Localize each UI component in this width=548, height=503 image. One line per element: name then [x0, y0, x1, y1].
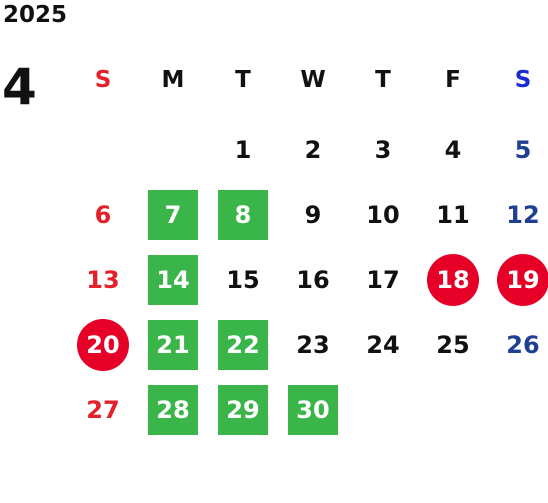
day-number: 23: [296, 331, 330, 359]
day-cell: 4: [418, 120, 488, 180]
weekday-friday: F: [445, 67, 461, 93]
day-cell: 25: [418, 315, 488, 375]
day-number: 30: [296, 396, 330, 424]
day-number: 29: [226, 396, 260, 424]
weekday-monday: M: [161, 67, 185, 93]
day-cell: 16: [278, 250, 348, 310]
week-row: 6 7 8 9 10 11 12: [68, 185, 548, 245]
day-number: 19: [506, 266, 540, 294]
day-cell: 29: [208, 380, 278, 440]
day-cell: 1: [208, 120, 278, 180]
day-cell: 8: [208, 185, 278, 245]
weekday-sunday: S: [94, 67, 112, 93]
day-number: 8: [234, 201, 252, 229]
week-row: 20 21 22 23 24 25 26: [68, 315, 548, 375]
weekday-thursday: T: [375, 67, 391, 93]
day-cell: 3: [348, 120, 418, 180]
day-cell: 15: [208, 250, 278, 310]
day-cell: 27: [68, 380, 138, 440]
day-number: 18: [436, 266, 470, 294]
day-number: 7: [164, 201, 182, 229]
day-cell: 26: [488, 315, 548, 375]
day-cell: 5: [488, 120, 548, 180]
day-cell: 10: [348, 185, 418, 245]
day-cell: 13: [68, 250, 138, 310]
day-cell: 9: [278, 185, 348, 245]
empty-day-cell: [68, 120, 138, 180]
day-cell: 7: [138, 185, 208, 245]
year-label: 2025: [3, 2, 68, 28]
day-cell: 2: [278, 120, 348, 180]
day-number: 11: [436, 201, 470, 229]
weekday-tuesday: T: [235, 67, 251, 93]
day-number: 17: [366, 266, 400, 294]
day-cell: 19: [488, 250, 548, 310]
week-row: 13 14 15 16 17 18 19: [68, 250, 548, 310]
weekday-wednesday: W: [300, 67, 326, 93]
weekday-saturday: S: [514, 67, 532, 93]
day-number: 9: [304, 201, 322, 229]
day-number: 3: [374, 136, 392, 164]
day-number: 10: [366, 201, 400, 229]
day-cell: 22: [208, 315, 278, 375]
day-cell: 14: [138, 250, 208, 310]
day-number: 24: [366, 331, 400, 359]
empty-day-cell: [488, 380, 548, 440]
day-number: 12: [506, 201, 540, 229]
day-cell: 17: [348, 250, 418, 310]
day-cell: 28: [138, 380, 208, 440]
day-cell: 18: [418, 250, 488, 310]
day-number: 13: [86, 266, 120, 294]
day-number: 14: [156, 266, 190, 294]
day-cell: 24: [348, 315, 418, 375]
week-row: 1 2 3 4 5: [68, 120, 548, 180]
day-cell: 21: [138, 315, 208, 375]
day-number: 20: [86, 331, 120, 359]
day-cell: 30: [278, 380, 348, 440]
day-number: 2: [304, 136, 322, 164]
day-number: 5: [514, 136, 532, 164]
day-number: 15: [226, 266, 260, 294]
day-number: 25: [436, 331, 470, 359]
empty-day-cell: [348, 380, 418, 440]
day-number: 16: [296, 266, 330, 294]
empty-day-cell: [418, 380, 488, 440]
day-number: 21: [156, 331, 190, 359]
weekday-header: S M T W T F S: [68, 50, 548, 110]
day-number: 22: [226, 331, 260, 359]
day-number: 28: [156, 396, 190, 424]
day-cell: 12: [488, 185, 548, 245]
day-number: 27: [86, 396, 120, 424]
day-number: 4: [444, 136, 462, 164]
day-cell: 23: [278, 315, 348, 375]
day-cell: 6: [68, 185, 138, 245]
empty-day-cell: [138, 120, 208, 180]
day-number: 26: [506, 331, 540, 359]
day-cell: 20: [68, 315, 138, 375]
day-cell: 11: [418, 185, 488, 245]
week-row: 27 28 29 30: [68, 380, 548, 440]
month-number: 4: [2, 58, 37, 116]
day-number: 6: [94, 201, 112, 229]
day-number: 1: [234, 136, 252, 164]
